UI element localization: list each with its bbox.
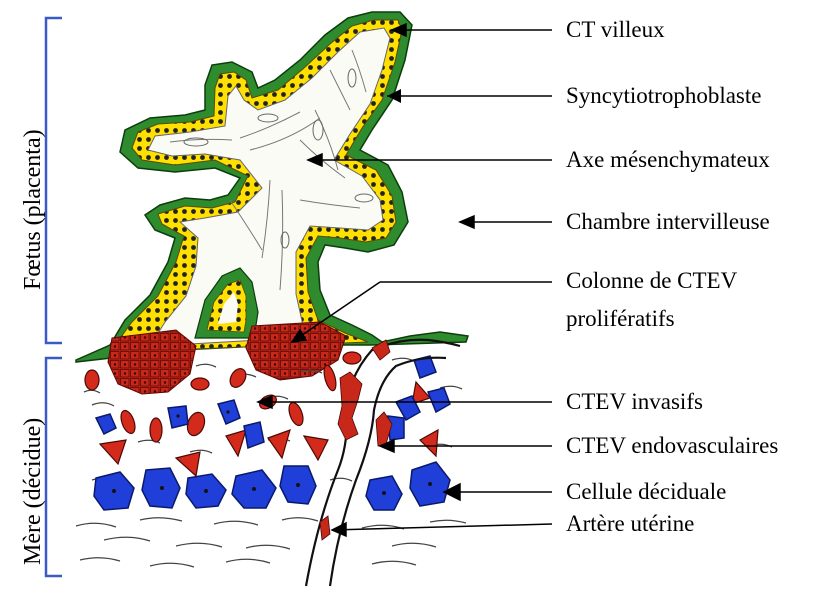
label-axe-mesenchymateux: Axe mésenchymateux: [566, 147, 770, 173]
label-proliferatifs: prolifératifs: [566, 306, 675, 332]
label-syncytiotrophoblaste: Syncytiotrophoblaste: [566, 83, 761, 109]
mother-bracket: [46, 358, 62, 576]
fetus-bracket: [46, 18, 62, 343]
mesenchymal-axis: [148, 28, 390, 346]
villous-tree: [76, 12, 468, 362]
label-ctev-endovasculaires: CTEV endovasculaires: [566, 433, 778, 459]
label-ctev-invasifs: CTEV invasifs: [566, 389, 703, 415]
label-colonne-ctev: Colonne de CTEV: [566, 268, 737, 294]
fetus-side-label: Fœtus (placenta): [20, 129, 47, 290]
label-chambre-intervilleuse: Chambre intervilleuse: [566, 209, 770, 235]
label-artere-uterine: Artère utérine: [566, 511, 694, 537]
mother-side-label: Mère (décidue): [20, 418, 47, 565]
label-cellule-deciduale: Cellule déciduale: [566, 479, 726, 505]
label-ct-villeux: CT villeux: [566, 17, 665, 43]
